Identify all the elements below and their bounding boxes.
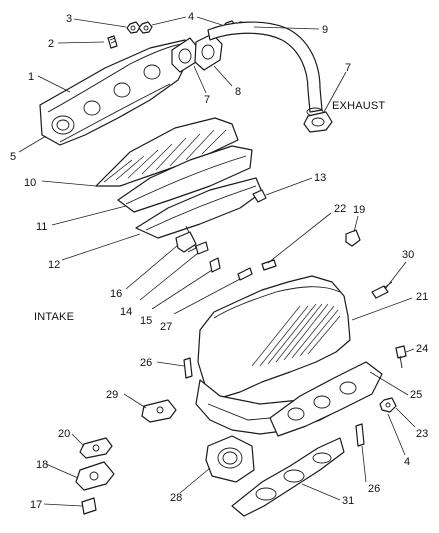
gasket-part-20: [79, 437, 113, 459]
callout-31: 31: [342, 495, 354, 507]
intake-manifold-upper: [197, 275, 351, 399]
exhaust-label: EXHAUST: [332, 100, 385, 112]
throttle-body-part-28: [205, 435, 255, 483]
bolt-part-24: [395, 345, 407, 369]
clip-part-19: [345, 229, 361, 247]
callout-2: 2: [48, 38, 54, 50]
callout-17: 17: [30, 499, 42, 511]
callout-30: 30: [402, 249, 414, 261]
callout-26-right: 26: [368, 483, 380, 495]
callout-13: 13: [314, 172, 326, 184]
callout-7-right: 7: [345, 62, 351, 74]
exhaust-manifold: [39, 39, 193, 146]
callout-26-left: 26: [140, 357, 152, 369]
stud-part-2: [107, 35, 118, 49]
callout-16: 16: [110, 288, 122, 300]
valve-part-29: [141, 399, 177, 423]
intake-gasket-part-31: [231, 437, 345, 517]
callout-numbers: 1 2 3 4 9 7 8 7 5 10 11 12 13 16 14 15 2…: [10, 11, 428, 511]
exhaust-gasket-part-7-lower: [303, 111, 333, 133]
heat-shield-part-10: [95, 117, 239, 187]
callout-15: 15: [140, 315, 152, 327]
callout-19: 19: [353, 204, 365, 216]
heat-shield-part-11: [117, 145, 253, 213]
stud-part-22: [261, 259, 277, 271]
callout-9: 9: [322, 24, 328, 36]
callout-27: 27: [160, 321, 172, 333]
leader-lines: [18, 16, 416, 507]
callout-21: 21: [416, 291, 428, 303]
intake-label: INTAKE: [34, 311, 74, 323]
stud-part-15: [209, 257, 221, 273]
callout-22: 22: [334, 203, 346, 215]
bolt-part-13: [252, 189, 267, 203]
callout-12: 12: [48, 259, 60, 271]
callout-25: 25: [410, 389, 422, 401]
callout-4-top: 4: [188, 11, 194, 23]
stud-part-14: [195, 241, 209, 255]
nut-part-3: [126, 21, 141, 34]
intake-gasket-part-25: [269, 361, 383, 437]
callout-7-upper: 7: [204, 94, 210, 106]
callout-18: 18: [36, 459, 48, 471]
callout-24: 24: [416, 343, 428, 355]
callout-3: 3: [66, 13, 72, 25]
callout-14: 14: [120, 306, 132, 318]
stud-part-26-left: [183, 357, 193, 379]
callout-8: 8: [235, 86, 241, 98]
bracket-part-16: [175, 231, 197, 253]
nut-part-23: [379, 397, 397, 413]
exhaust-crossover-pipe: [207, 21, 324, 117]
callout-29: 29: [106, 389, 118, 401]
callout-28: 28: [170, 492, 182, 504]
callout-4-bottom: 4: [404, 456, 410, 468]
callout-20: 20: [58, 428, 70, 440]
flange-part-18: [75, 461, 115, 491]
callout-11: 11: [36, 221, 47, 233]
exhaust-flange-part-8: [194, 33, 223, 71]
bolt-part-17: [81, 497, 97, 515]
stud-part-27: [237, 267, 253, 281]
nut-part-4-top: [138, 21, 153, 34]
callout-23: 23: [416, 428, 428, 440]
callout-1: 1: [28, 71, 34, 83]
stud-part-26-right: [355, 423, 365, 447]
callout-5: 5: [10, 151, 16, 163]
callout-10: 10: [24, 177, 36, 189]
